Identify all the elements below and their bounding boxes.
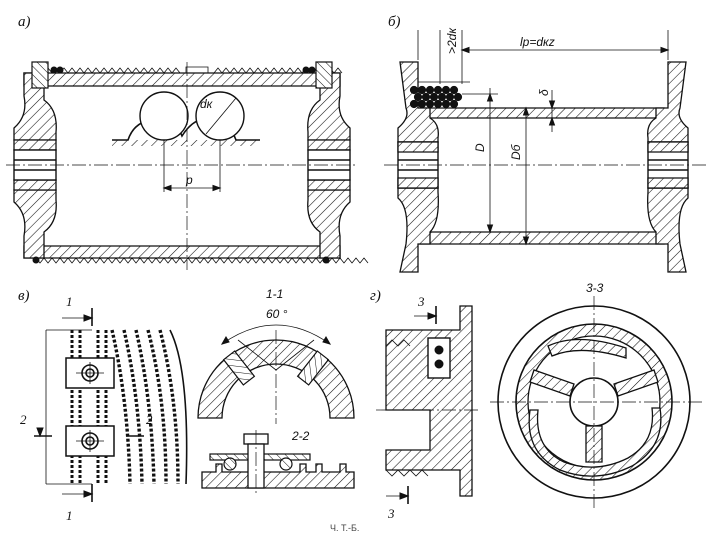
two-dk-dimension-label: >2dк xyxy=(445,27,459,54)
svg-text:1: 1 xyxy=(66,508,73,523)
panel-b-smooth-drum: lр=dкz >2dк D Dб δ б) xyxy=(384,14,708,273)
panel-g-label: г) xyxy=(370,288,381,304)
left-hub-bottom xyxy=(13,179,57,191)
end-disc-section-g xyxy=(385,305,473,497)
figure-caption: Ч. Т.-Б. xyxy=(330,523,359,533)
D-dimension-label: D xyxy=(473,143,487,152)
panel-v-label: в) xyxy=(18,288,30,304)
left-rope-end xyxy=(50,66,58,74)
panel-v-rope-fastening: в) 1 1 2 2 1-1 60 ° xyxy=(18,287,355,523)
svg-text:1: 1 xyxy=(66,294,73,309)
right-rope-end xyxy=(302,66,310,74)
delta-dimension-label: δ xyxy=(537,89,551,96)
wedge-pocket xyxy=(427,337,451,379)
rope-grooves-top xyxy=(35,66,343,74)
spoke-right xyxy=(613,369,659,397)
bolt-left-1-1 xyxy=(222,350,256,386)
p-dimension-label: p xyxy=(185,173,193,187)
rope-section-1 xyxy=(139,91,189,141)
section-1-1-label: 1-1 xyxy=(266,287,283,301)
svg-text:3: 3 xyxy=(387,506,395,521)
left-flange-b-upper xyxy=(397,61,439,143)
shell-top-b xyxy=(419,107,665,119)
dk-dimension-line xyxy=(205,97,237,135)
lp-dimension-label: lр=dкz xyxy=(520,35,555,49)
rope-channel xyxy=(528,407,662,477)
svg-text:3: 3 xyxy=(417,294,425,309)
left-flange-b-lower xyxy=(397,187,439,273)
right-flange-b-lower xyxy=(647,187,689,273)
right-hub-bottom xyxy=(307,179,351,191)
right-hub-top xyxy=(307,139,351,151)
panel-b-label: б) xyxy=(388,14,401,30)
rope-layers xyxy=(409,85,463,109)
rope-grooves-bottom xyxy=(35,257,369,264)
section-3-3-label: 3-3 xyxy=(586,281,604,295)
Db-dimension-label: Dб xyxy=(509,143,523,160)
shell-bottom-b xyxy=(419,231,665,245)
spoke-bottom xyxy=(585,425,603,463)
left-flange-lower xyxy=(13,189,57,259)
left-rope-clamp xyxy=(31,61,49,89)
bolt-right-1-1 xyxy=(296,350,330,386)
right-flange-lower xyxy=(307,189,351,259)
dk-dimension-label: dк xyxy=(200,97,214,111)
section-2-2-label: 2-2 xyxy=(291,429,310,443)
right-flange-b-upper xyxy=(647,61,689,143)
section-2-2-shell xyxy=(201,463,355,489)
drum-edge-v xyxy=(169,329,188,485)
wedge-channel-top xyxy=(547,338,627,359)
drum-shell-bottom xyxy=(23,245,341,259)
left-hub-top xyxy=(13,139,57,151)
drum-shell-top xyxy=(23,72,341,87)
angle-60-label: 60 ° xyxy=(266,307,288,321)
right-rope-clamp xyxy=(315,61,333,89)
panel-a-grooved-drum: dк p а) xyxy=(6,14,369,270)
panel-g-wedge-clamp: г) 3 3 3-3 xyxy=(370,281,702,521)
svg-text:2: 2 xyxy=(20,412,27,427)
spoke-left xyxy=(529,369,575,397)
panel-a-label: а) xyxy=(18,14,31,30)
